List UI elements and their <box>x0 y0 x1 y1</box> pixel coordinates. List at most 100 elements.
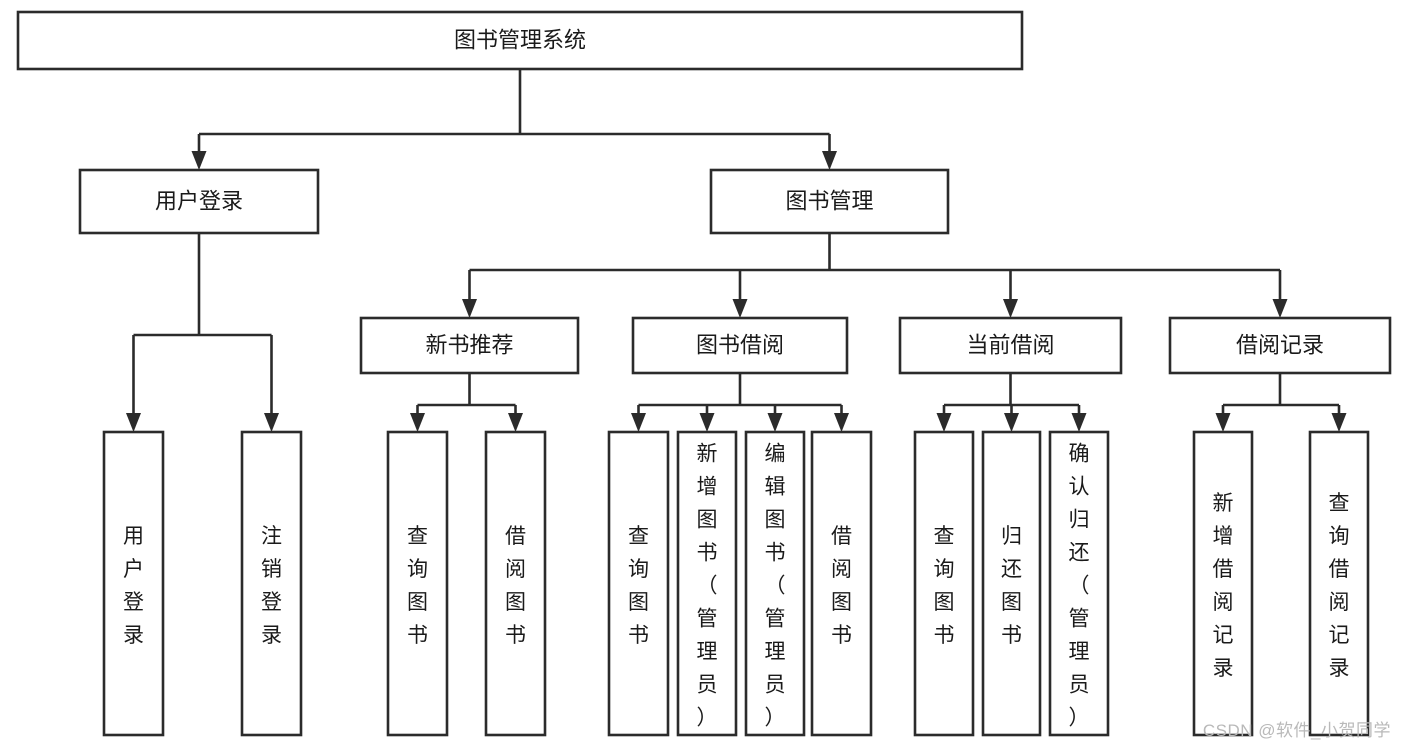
node-current-borrow-box[interactable] <box>898 316 1123 375</box>
node-new-book-recommend[interactable]: 新书推荐 <box>359 316 580 375</box>
node-borrow-record-box[interactable] <box>1168 316 1392 375</box>
node-leaf-query-book-cur-box[interactable] <box>913 430 975 737</box>
svg-text:编: 编 <box>765 443 786 466</box>
node-book-manage-box[interactable] <box>709 168 950 235</box>
arrow-head-icon <box>631 413 646 432</box>
svg-text:增: 增 <box>1213 525 1234 548</box>
node-borrow-record[interactable]: 借阅记录 <box>1168 316 1392 375</box>
svg-text:管: 管 <box>697 608 718 631</box>
arrow-head-icon <box>1215 413 1231 432</box>
svg-text:询: 询 <box>934 558 955 581</box>
node-new-book-recommend-box[interactable] <box>359 316 580 375</box>
svg-text:记: 记 <box>1213 624 1234 647</box>
svg-text:阅: 阅 <box>1329 591 1350 614</box>
svg-text:登: 登 <box>261 591 282 614</box>
svg-text:图: 图 <box>934 591 955 614</box>
svg-text:查: 查 <box>628 525 649 548</box>
svg-text:借: 借 <box>505 525 526 548</box>
node-new-book-recommend-label: 新书推荐 <box>425 332 513 357</box>
svg-text:借: 借 <box>1329 558 1350 581</box>
node-borrow-record-label: 借阅记录 <box>1236 332 1324 357</box>
node-book-borrow-box[interactable] <box>631 316 849 375</box>
node-user-login-box[interactable] <box>78 168 320 235</box>
svg-text:询: 询 <box>1329 525 1350 548</box>
connectors-layer <box>126 69 1347 432</box>
nodes-layer: 图书管理系统用户登录图书管理新书推荐图书借阅当前借阅借阅记录用户登录注销登录查询… <box>16 10 1392 737</box>
arrow-head-icon <box>732 299 748 318</box>
node-user-login-label: 用户登录 <box>155 188 243 213</box>
node-current-borrow[interactable]: 当前借阅 <box>898 316 1123 375</box>
svg-text:注: 注 <box>261 525 282 548</box>
svg-text:图: 图 <box>1001 591 1022 614</box>
node-leaf-query-record-box[interactable] <box>1308 430 1370 737</box>
node-book-borrow-label: 图书借阅 <box>696 332 784 357</box>
node-leaf-user-login-box[interactable] <box>102 430 165 737</box>
node-leaf-query-book-rec-box[interactable] <box>386 430 449 737</box>
arrow-head-icon <box>126 413 141 432</box>
svg-text:图: 图 <box>505 591 526 614</box>
svg-text:借: 借 <box>831 525 852 548</box>
arrow-head-icon <box>1331 413 1347 432</box>
node-leaf-user-login-label: 用户登录 <box>123 525 144 647</box>
svg-text:询: 询 <box>628 558 649 581</box>
node-root-label: 图书管理系统 <box>454 27 586 52</box>
node-book-manage[interactable]: 图书管理 <box>709 168 950 235</box>
node-root[interactable]: 图书管理系统 <box>16 10 1024 71</box>
svg-text:图: 图 <box>628 591 649 614</box>
svg-text:确: 确 <box>1069 443 1090 466</box>
svg-text:录: 录 <box>123 624 144 647</box>
svg-text:阅: 阅 <box>1213 591 1234 614</box>
node-leaf-logout-box[interactable] <box>240 430 303 737</box>
arrow-head-icon <box>1004 413 1019 432</box>
arrow-head-icon <box>834 413 849 432</box>
node-leaf-add-book-box[interactable] <box>676 430 738 737</box>
svg-text:）: ） <box>1069 707 1090 730</box>
node-leaf-edit-book-box[interactable] <box>744 430 806 737</box>
svg-text:还: 还 <box>1069 542 1090 565</box>
svg-text:图: 图 <box>407 591 428 614</box>
arrow-head-icon <box>1071 413 1087 432</box>
node-leaf-return-book-box[interactable] <box>981 430 1042 737</box>
node-leaf-add-record-box[interactable] <box>1192 430 1254 737</box>
arrow-head-icon <box>822 151 837 170</box>
node-leaf-query-book-borrow-box[interactable] <box>607 430 670 737</box>
svg-text:辑: 辑 <box>765 476 786 499</box>
svg-text:书: 书 <box>505 624 526 647</box>
node-leaf-confirm-return-box[interactable] <box>1048 430 1110 737</box>
svg-text:（: （ <box>697 575 718 598</box>
svg-text:借: 借 <box>1213 558 1234 581</box>
svg-text:（: （ <box>1069 575 1090 598</box>
node-book-borrow[interactable]: 图书借阅 <box>631 316 849 375</box>
node-root-box[interactable] <box>16 10 1024 71</box>
svg-text:录: 录 <box>261 624 282 647</box>
svg-text:录: 录 <box>1213 657 1234 680</box>
node-user-login[interactable]: 用户登录 <box>78 168 320 235</box>
svg-text:）: ） <box>765 707 786 730</box>
svg-text:归: 归 <box>1069 509 1090 532</box>
svg-text:书: 书 <box>407 624 428 647</box>
svg-text:用: 用 <box>123 525 144 548</box>
node-leaf-borrow-book-rec-box[interactable] <box>484 430 547 737</box>
svg-text:管: 管 <box>765 608 786 631</box>
node-leaf-borrow-book-box[interactable] <box>810 430 873 737</box>
node-leaf-user-login[interactable]: 用户登录 <box>102 430 165 737</box>
